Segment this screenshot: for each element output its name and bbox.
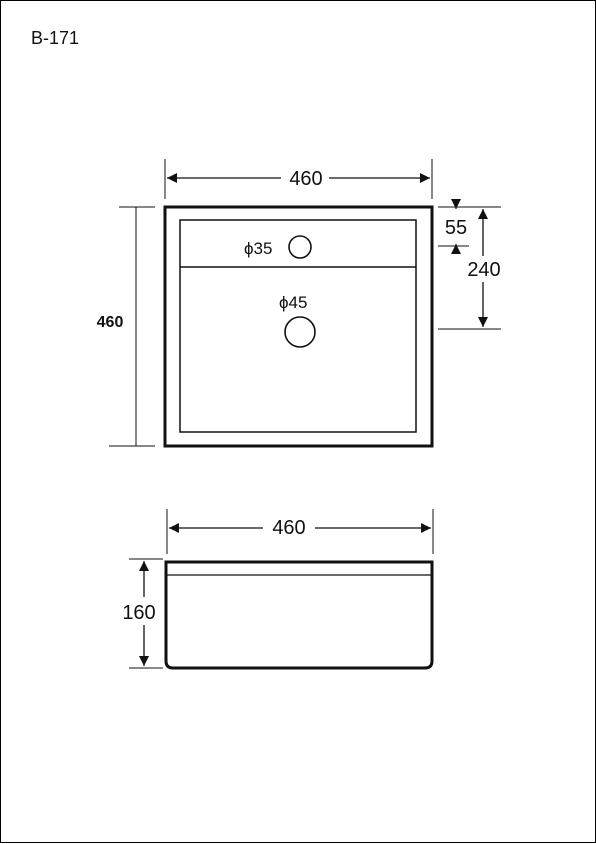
offset-55-label: 55 [445,217,467,239]
tap-hole-label: ϕ35 [244,239,272,258]
top-width-label: 460 [289,168,322,190]
tap-hole [288,235,312,259]
basin-front-outline [164,560,434,670]
top-view: ϕ35 ϕ45 460 460 55 240 [97,159,501,448]
front-width-label: 460 [272,517,305,539]
drain-hole [284,316,316,348]
basin-inner-outline [179,219,417,433]
top-depth-label: 460 [97,314,124,331]
model-code: B-171 [31,28,79,48]
drain-hole-label: ϕ45 [279,293,307,312]
offset-240-label: 240 [467,259,500,281]
front-view: 460 160 [122,509,434,670]
basin-outer-outline [163,205,434,448]
front-height-label: 160 [122,602,155,624]
